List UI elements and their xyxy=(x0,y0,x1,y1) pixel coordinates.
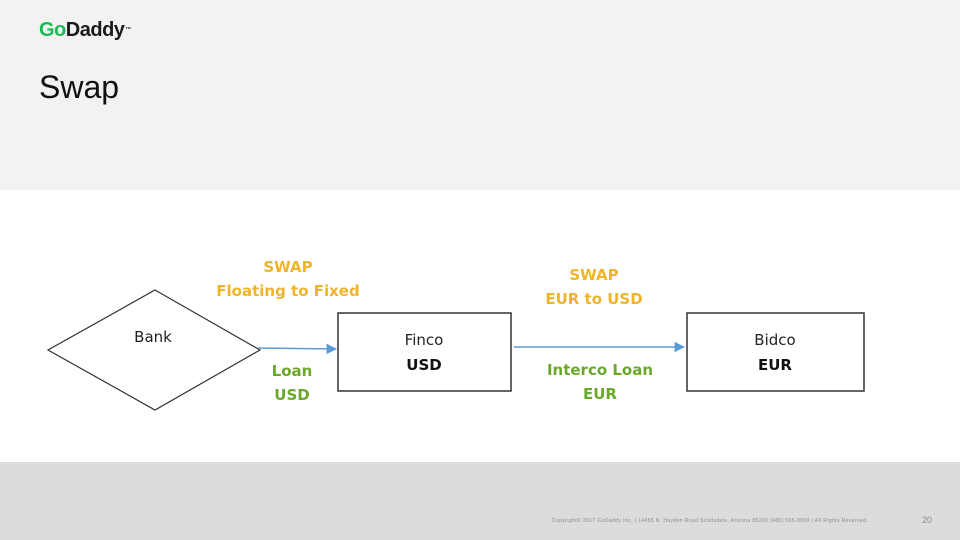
swap-left-line2: Floating to Fixed xyxy=(216,282,360,300)
swap-right-label: SWAP EUR to USD xyxy=(535,263,653,311)
finco-box xyxy=(337,312,512,392)
logo-daddy: Daddy xyxy=(65,19,125,41)
page-number: 20 xyxy=(922,515,933,525)
logo-go: Go xyxy=(39,19,66,41)
slide-footer: Copyright© 2017 GoDaddy Inc. | 14455 N. … xyxy=(0,462,960,540)
finco-currency: USD xyxy=(406,356,442,374)
loan-line1: Loan xyxy=(271,362,313,380)
interco-line2: EUR xyxy=(583,385,617,403)
finco-text: Finco USD xyxy=(394,329,454,376)
slide-header: GoDaddy™ Swap xyxy=(0,0,960,190)
bidco-currency: EUR xyxy=(758,356,792,374)
loan-label: Loan USD xyxy=(262,359,322,407)
copyright-text: Copyright© 2017 GoDaddy Inc. | 14455 N. … xyxy=(552,518,869,524)
bidco-text: Bidco EUR xyxy=(745,329,805,376)
bidco-box xyxy=(686,312,865,392)
logo-trademark: ™ xyxy=(125,27,131,33)
godaddy-logo: GoDaddy™ xyxy=(39,18,131,42)
bank-to-finco-arrow xyxy=(257,343,338,355)
swap-diagram: SWAP Floating to Fixed SWAP EUR to USD B… xyxy=(0,190,960,462)
swap-right-line1: SWAP xyxy=(569,266,619,284)
swap-left-line1: SWAP xyxy=(263,258,313,276)
swap-left-label: SWAP Floating to Fixed xyxy=(212,255,364,303)
bidco-name: Bidco xyxy=(754,331,796,349)
swap-right-line2: EUR to USD xyxy=(545,290,643,308)
bank-label: Bank xyxy=(134,328,172,346)
bank-diamond xyxy=(46,289,262,411)
diagram-shapes xyxy=(46,289,865,411)
interco-line1: Interco Loan xyxy=(546,361,654,379)
slide-title: Swap xyxy=(39,69,120,105)
interco-loan-label: Interco Loan EUR xyxy=(538,358,662,406)
finco-name: Finco xyxy=(404,331,444,349)
loan-line2: USD xyxy=(274,386,310,404)
